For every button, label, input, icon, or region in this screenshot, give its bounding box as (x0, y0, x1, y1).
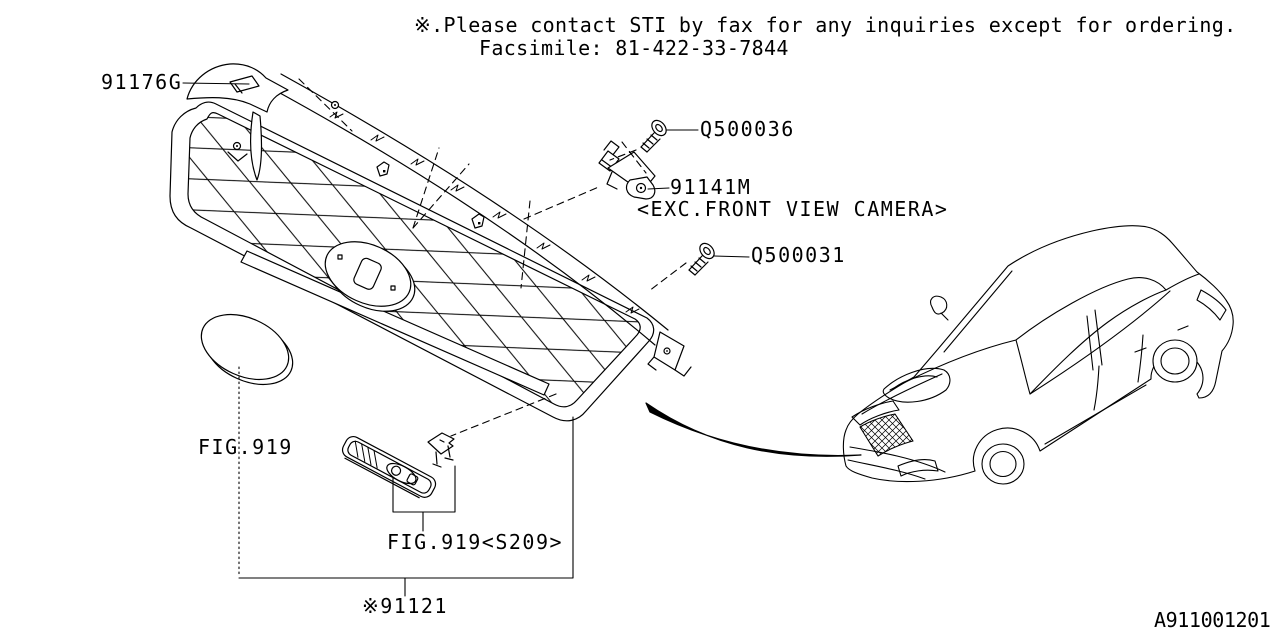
badge-clip-drawing (427, 432, 455, 468)
note-line-2: Facsimile: 81-422-33-7844 (479, 36, 789, 60)
part-label-91121: ※91121 (362, 594, 448, 618)
part-label-q500031: Q500031 (751, 243, 846, 267)
part-label-91176g: 91176G (101, 70, 183, 94)
bracket-91141m-drawing (598, 140, 656, 200)
note-line-1: ※.Please contact STI by fax for any inqu… (414, 13, 1237, 37)
emblem-fig919-drawing (200, 313, 294, 386)
strip-end-flange-drawing (647, 331, 692, 377)
leader-lines (182, 82, 750, 597)
trim-cap-91176g-drawing (186, 63, 289, 181)
emblem-plinth-drawing (324, 241, 416, 312)
grille-drawing (169, 101, 655, 422)
screw-q500031-drawing (688, 242, 715, 276)
pointer-swoosh (645, 402, 862, 457)
assembly-dashed-lines (298, 78, 687, 437)
part-variant-91141m: <EXC.FRONT VIEW CAMERA> (637, 197, 949, 221)
part-label-fig919-s209: FIG.919<S209> (387, 530, 564, 554)
part-label-91141m: 91141M (670, 175, 752, 199)
screw-q500036-drawing (640, 119, 667, 153)
badge-sti-drawing (341, 432, 455, 499)
grille-top-strip-drawing (268, 73, 692, 377)
car-wheels (981, 339, 1198, 485)
diagram-id: A911001201 (1154, 608, 1271, 632)
part-label-q500036: Q500036 (700, 117, 795, 141)
part-label-fig919: FIG.919 (198, 435, 293, 459)
car-drawing (842, 225, 1234, 485)
